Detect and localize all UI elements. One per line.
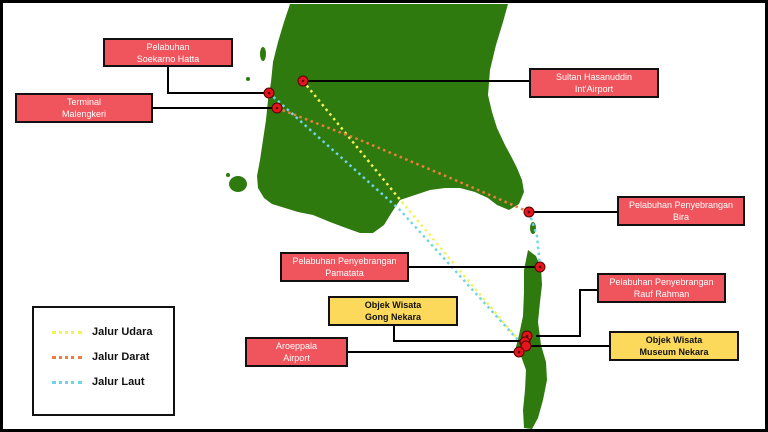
sea-route-line-1 [268, 92, 520, 342]
callout-bira: Pelabuhan Penyebrangan Bira [617, 196, 745, 226]
legend-item-air: Jalur Udara [52, 326, 153, 338]
legend-item-sea: Jalur Laut [52, 376, 145, 388]
legend-swatch-sea [52, 380, 82, 384]
callout-malengkeri: Terminal Malengkeri [15, 93, 153, 123]
connector-soekarno-hatta [167, 64, 269, 94]
legend-swatch-air [52, 330, 82, 334]
callout-rauf-rahman: Pelabuhan Penyebrangan Rauf Rahman [597, 273, 726, 303]
land-route-line [276, 106, 530, 214]
callout-hasanuddin: Sultan Hasanuddin Int'Airport [529, 68, 659, 98]
islet-west [229, 176, 247, 192]
legend-item-land: Jalur Darat [52, 351, 149, 363]
selayar-island [516, 250, 547, 429]
connector-rauf-rahman [536, 289, 598, 337]
islet-small-1 [246, 77, 250, 81]
marker-museum-nekara [520, 340, 532, 352]
air-route-line [302, 80, 518, 339]
callout-museum-nekara: Objek Wisata Museum Nekara [609, 331, 739, 361]
legend: Jalur Udara Jalur Darat Jalur Laut [32, 306, 175, 416]
callout-gong-nekara: Objek Wisata Gong Nekara [328, 296, 458, 326]
islet-small-3 [290, 203, 296, 207]
sea-route-line-2 [527, 211, 542, 268]
callout-soekarno-hatta: Pelabuhan Soekarno Hatta [103, 38, 233, 67]
callout-aroeppala: Aroeppala Airport [245, 337, 348, 367]
connector-gong-nekara [393, 323, 525, 342]
sulawesi-mainland [257, 4, 524, 233]
legend-swatch-land [52, 355, 82, 359]
islet-small-2 [226, 173, 230, 177]
callout-pamatata: Pelabuhan Penyebrangan Pamatata [280, 252, 409, 282]
islet-northwest [260, 47, 266, 61]
